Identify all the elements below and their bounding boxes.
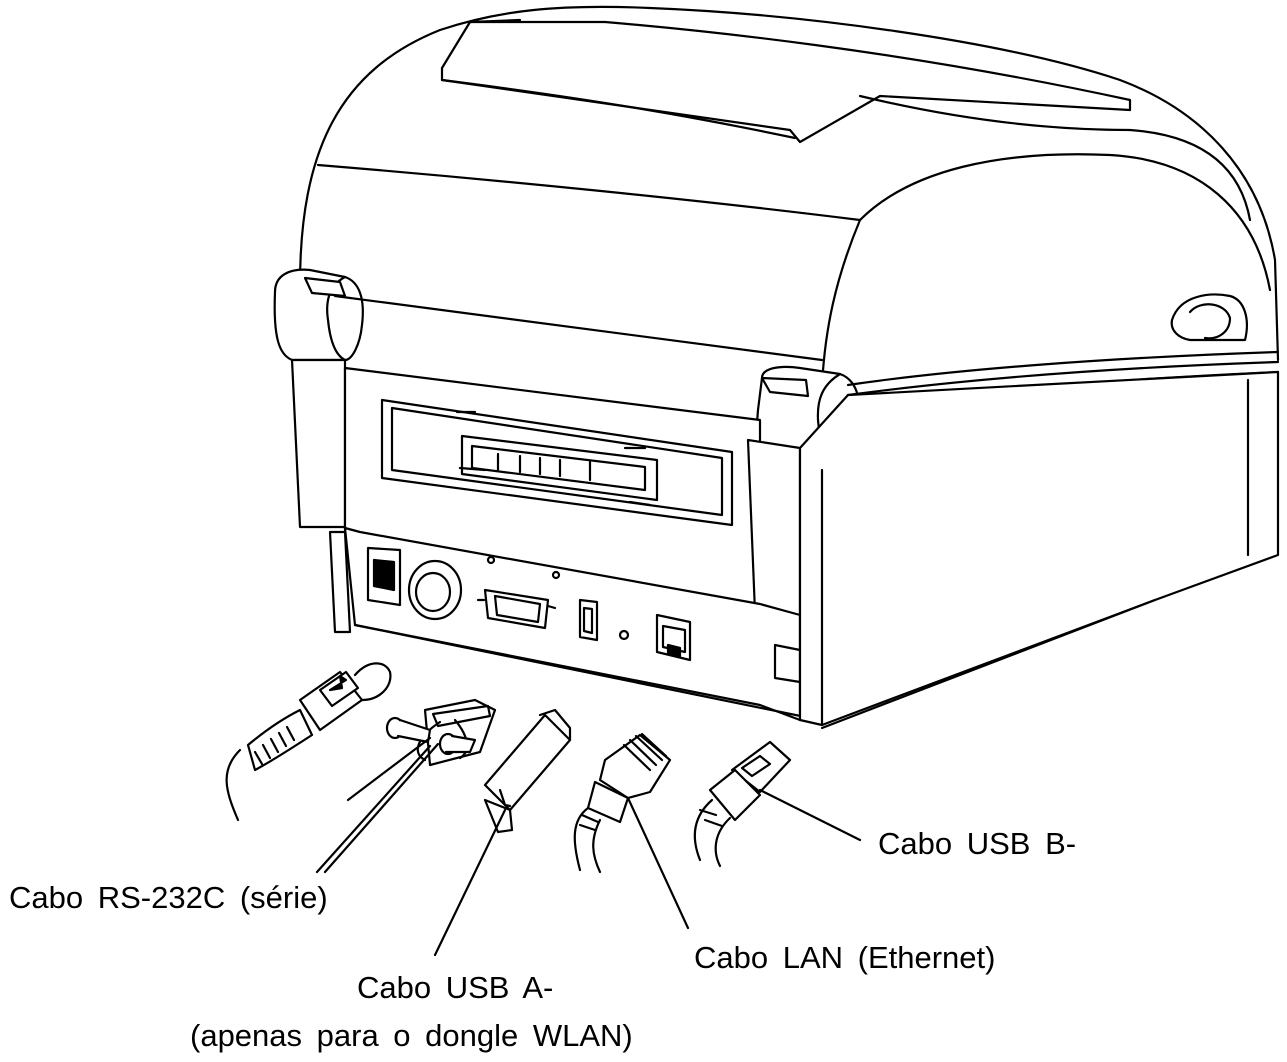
label-usb-a-cable: Cabo USB A- bbox=[357, 970, 554, 1005]
usb-a-connector-icon bbox=[433, 708, 572, 957]
label-usb-b-cable: Cabo USB B- bbox=[878, 826, 1077, 861]
label-usb-a-note: (apenas para o dongle WLAN) bbox=[190, 1018, 633, 1053]
serial-db9-connector-icon bbox=[315, 698, 497, 874]
usb-b-connector-icon bbox=[693, 740, 862, 868]
power-cable-connector-icon bbox=[225, 662, 392, 822]
rj45-connector-icon bbox=[573, 732, 690, 930]
label-lan-cable: Cabo LAN (Ethernet) bbox=[694, 940, 996, 975]
label-rs232-cable: Cabo RS-232C (série) bbox=[9, 880, 328, 915]
printer-illustration bbox=[273, 5, 1280, 730]
